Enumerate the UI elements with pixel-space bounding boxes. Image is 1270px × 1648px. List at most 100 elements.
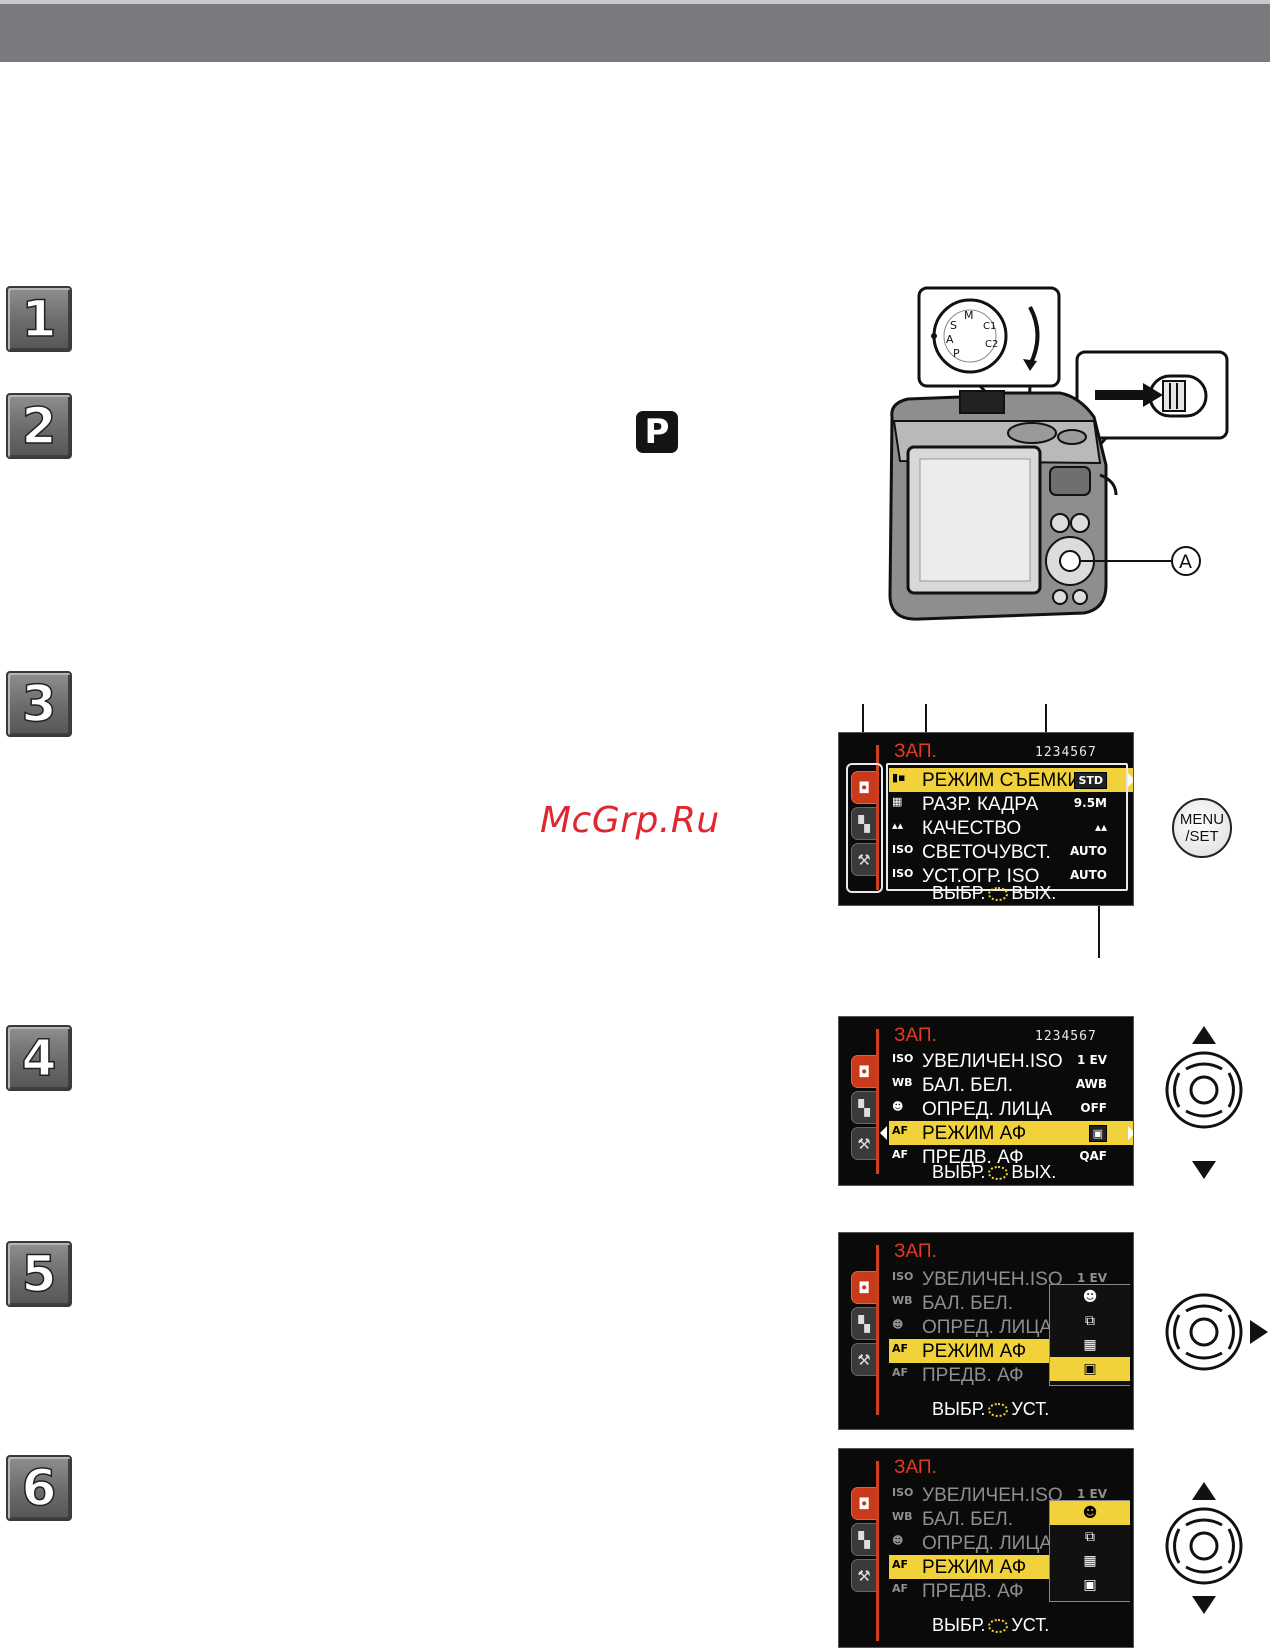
af-face-detection-option[interactable]: ☻ [1082,1289,1098,1305]
menu-row-label: РЕЖИМ СЪЕМКИ [922,770,1081,791]
section-header-bar [0,4,1270,62]
menu-row[interactable]: ☻ ОПРЕД. ЛИЦА [889,1531,1133,1555]
step-badge-6: 6 [6,1455,72,1521]
screen-footer: ВЫБР.УСТ. [932,1615,1049,1636]
cursor-pad-icon [1165,1293,1243,1371]
cursor-pad-updown[interactable] [1164,1051,1244,1134]
pre-af-icon: AF [892,1366,909,1379]
tab-motion-picture[interactable]: ▚ [851,1307,876,1340]
arrow-right-icon [1250,1320,1268,1344]
menu-row-value: AWB [1075,1077,1107,1091]
top-rule [0,0,1270,4]
menu-row-value: AUTO [1069,844,1107,858]
menu-row-label: УВЕЛИЧЕН.ISO [922,1051,1063,1072]
tabs-highlight-outline [846,763,883,893]
screen-title: ЗАП. [894,741,937,762]
af-mode-icon: AF [892,1342,909,1355]
callout-a-marker [1171,546,1201,576]
tab-record[interactable]: ◘ [851,1487,876,1520]
arrow-up-icon [1192,1482,1216,1500]
menu-set-button[interactable]: MENU /SET [1172,798,1232,858]
white-balance-icon: WB [892,1294,913,1307]
callout-line-values [1098,884,1100,958]
tab-motion-picture[interactable]: ▚ [851,1523,876,1556]
step-badge-4: 4 [6,1025,72,1091]
menu-row-label: РАЗР. КАДРА [922,794,1039,815]
menu-row[interactable]: WB БАЛ. БЕЛ. [889,1291,1133,1315]
face-recognition-icon: ☻ [892,1534,904,1547]
tab-motion-picture[interactable]: ▚ [851,1091,876,1124]
tab-setup[interactable]: ⚒ [851,843,876,876]
menu-row[interactable]: AF ПРЕДВ. АФ [889,1579,1133,1603]
menu-row[interactable]: AF РЕЖИМ АФ ▣ [880,1121,1133,1145]
footer-select-label: ВЫБР. [932,1162,986,1182]
menu-row[interactable]: ISO УВЕЛИЧЕН.ISO 1 EV [889,1049,1133,1073]
tab-setup[interactable]: ⚒ [851,1343,876,1376]
face-recognition-icon: ☻ [892,1100,904,1113]
af-face-detection-option[interactable]: ☻ [1050,1501,1130,1525]
menu-row[interactable]: ☻ ОПРЕД. ЛИЦА OFF [889,1097,1133,1121]
menu-row[interactable]: ▮▪ РЕЖИМ СЪЕМКИ STD [889,768,1133,792]
screen-title: ЗАП. [894,1025,937,1046]
step-number: 4 [21,1028,57,1088]
menu-row[interactable]: WB БАЛ. БЕЛ. AWB [889,1073,1133,1097]
pre-af-icon: AF [892,1148,909,1161]
menu-row-value: STD [1074,772,1107,789]
arrow-up-icon [1192,1026,1216,1044]
cursor-pad-updown[interactable] [1164,1507,1244,1590]
menu-row[interactable]: AF РЕЖИМ АФ [889,1339,1049,1363]
step-number: 1 [21,289,57,349]
menu-row-value: 1 EV [1076,1271,1107,1285]
svg-text:A: A [946,333,954,346]
jog-icon [988,887,1009,901]
tab-record[interactable]: ◘ [851,1055,876,1088]
step-badge-2: 2 [6,393,72,459]
menu-row-value: ▴▴ [1094,820,1107,834]
tab-record[interactable]: ◘ [851,771,876,804]
svg-text:C1: C1 [983,321,996,332]
menu-row[interactable]: ISO УВЕЛИЧЕН.ISO 1 EV [889,1483,1133,1507]
af-23-area-option[interactable]: ▦ [1083,1553,1097,1569]
extended-iso-icon: ISO [892,1486,914,1499]
af-tracking-option[interactable]: ⧉ [1085,1529,1095,1545]
menu-row[interactable]: ☻ ОПРЕД. ЛИЦА [889,1315,1133,1339]
screen-footer: ВЫБР.ВЫХ. [932,883,1056,904]
items-highlight-outline [886,763,1128,891]
tab-record[interactable]: ◘ [851,1271,876,1304]
menu-row[interactable]: ▦ РАЗР. КАДРА 9.5M [889,792,1133,816]
menu-row[interactable]: AF ПРЕДВ. АФ QAF [889,1145,1133,1169]
menu-row[interactable]: ISO СВЕТОЧУВСТ. AUTO [889,840,1133,864]
af-23-area-option[interactable]: ▦ [1083,1337,1097,1353]
svg-text:M: M [964,309,974,322]
menu-row[interactable]: ▴▴ КАЧЕСТВО ▴▴ [889,816,1133,840]
quality-icon: ▴▴ [892,819,904,832]
step-badge-1: 1 [6,286,72,352]
menu-row[interactable]: ISO УСТ.ОГР. ISO AUTO [889,864,1133,887]
menu-row[interactable]: WB БАЛ. БЕЛ. [889,1507,1133,1531]
menu-row-label: УВЕЛИЧЕН.ISO [922,1485,1063,1506]
step-number: 2 [21,396,57,456]
menu-row-value: 1 EV [1076,1487,1107,1501]
af-mode-icon: AF [892,1124,909,1137]
footer-select-label: ВЫБР. [932,1615,986,1635]
menu-row[interactable]: AF ПРЕДВ. АФ [889,1363,1133,1387]
step-number: 3 [21,674,57,734]
af-1-area-option[interactable]: ▣ [1050,1357,1130,1381]
menu-row[interactable]: ISO УВЕЛИЧЕН.ISO 1 EV [889,1267,1133,1291]
af-tracking-option[interactable]: ⧉ [1085,1313,1095,1329]
tab-motion-picture[interactable]: ▚ [851,807,876,840]
af-1-area-option[interactable]: ▣ [1083,1577,1097,1593]
menu-row[interactable]: AF РЕЖИМ АФ [889,1555,1049,1579]
cursor-pad-right[interactable] [1164,1293,1244,1376]
menu-screen-step5: ◘ ▚ ⚒ ЗАП. ISO УВЕЛИЧЕН.ISO 1 EV WB БАЛ.… [838,1232,1134,1430]
tab-setup[interactable]: ⚒ [851,1559,876,1592]
menu-row-value: 1 EV [1076,1053,1107,1067]
menu-row-label: РЕЖИМ АФ [922,1557,1027,1578]
tab-setup[interactable]: ⚒ [851,1127,876,1160]
menu-row-value: OFF [1080,1101,1107,1115]
menu-row-label: УСТ.ОГР. ISO [922,866,1040,887]
step-badge-3: 3 [6,671,72,737]
menu-screen-step3: ◘ ▚ ⚒ ЗАП. 1234567 ▮▪ РЕЖИМ СЪЕМКИ STD ▦… [838,732,1134,906]
screen-title: ЗАП. [894,1241,937,1262]
menu-row-label: ПРЕДВ. АФ [922,1581,1024,1602]
